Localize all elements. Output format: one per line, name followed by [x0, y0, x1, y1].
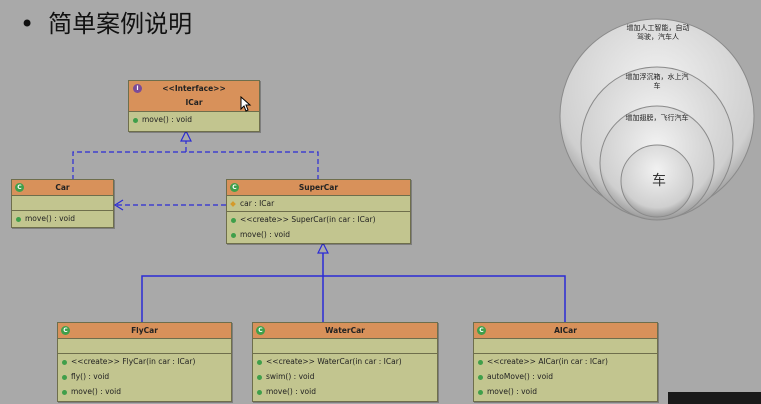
class-watercar-name: WaterCar [325, 326, 365, 335]
class-watercar-fields [253, 339, 437, 354]
class-icar-methods: move() : void [129, 112, 259, 127]
interface-icon: I [133, 84, 142, 93]
circle-third-label: 增加翅膀，飞行汽车 [625, 115, 689, 122]
class-supercar-name: SuperCar [298, 183, 339, 192]
method-text: <<create>> AICar(in car : ICar) [487, 357, 608, 366]
class-icon: C [61, 326, 70, 335]
class-car-methods: move() : void [12, 211, 113, 226]
method-text: move() : void [142, 115, 192, 124]
generalization-branch [141, 275, 566, 322]
class-icon: C [477, 326, 486, 335]
method-row: move() : void [227, 227, 410, 242]
class-supercar-fields: car : ICar [227, 196, 410, 212]
class-icon: C [230, 183, 239, 192]
field-text: car : ICar [240, 199, 275, 208]
method-text: swim() : void [266, 372, 315, 381]
class-aicar[interactable]: C AICar <<create>> AICar(in car : ICar) … [473, 322, 658, 402]
mouse-cursor-icon [240, 96, 252, 112]
public-method-icon [257, 359, 262, 365]
circle-second-label: 增加浮沉箱，水上汽车 [625, 74, 689, 90]
class-car-fields [12, 196, 113, 211]
public-method-icon [231, 217, 236, 223]
method-text: move() : void [266, 387, 316, 396]
public-method-icon [478, 389, 483, 395]
method-row: <<create>> WaterCar(in car : ICar) [253, 354, 437, 369]
circle-outer-label: 增加人工智能，自动驾驶，汽车人 [626, 25, 690, 41]
method-text: move() : void [240, 230, 290, 239]
method-row: fly() : void [58, 369, 231, 384]
class-watercar-header: C WaterCar [253, 323, 437, 339]
method-row: move() : void [253, 384, 437, 399]
class-supercar-header: C SuperCar [227, 180, 410, 196]
class-icar-name: ICar [185, 98, 203, 107]
method-row: swim() : void [253, 369, 437, 384]
public-method-icon [478, 359, 483, 365]
generalization-arrowhead [317, 241, 329, 254]
public-method-icon [231, 232, 236, 238]
class-icar[interactable]: I <<Interface>> ICar move() : void [128, 80, 260, 132]
class-flycar-name: FlyCar [131, 326, 158, 335]
protected-field-icon [230, 201, 236, 207]
class-car-name: Car [55, 183, 70, 192]
class-flycar[interactable]: C FlyCar <<create>> FlyCar(in car : ICar… [57, 322, 232, 402]
method-text: fly() : void [71, 372, 110, 381]
public-method-icon [133, 117, 138, 123]
class-flycar-fields [58, 339, 231, 354]
method-row: <<create>> AICar(in car : ICar) [474, 354, 657, 369]
public-method-icon [478, 374, 483, 380]
method-text: autoMove() : void [487, 372, 554, 381]
class-watercar-methods: <<create>> WaterCar(in car : ICar) swim(… [253, 354, 437, 399]
method-row: move() : void [58, 384, 231, 399]
public-method-icon [257, 389, 262, 395]
class-icar-header: I <<Interface>> ICar [129, 81, 259, 112]
class-aicar-header: C AICar [474, 323, 657, 339]
class-icon: C [15, 183, 24, 192]
class-aicar-methods: <<create>> AICar(in car : ICar) autoMove… [474, 354, 657, 399]
class-watercar[interactable]: C WaterCar <<create>> WaterCar(in car : … [252, 322, 438, 402]
bullet: • [20, 10, 35, 38]
method-text: move() : void [25, 214, 75, 223]
public-method-icon [62, 359, 67, 365]
title-text: 简单案例说明 [48, 10, 193, 38]
class-car[interactable]: C Car move() : void [11, 179, 114, 228]
class-supercar-methods: <<create>> SuperCar(in car : ICar) move(… [227, 212, 410, 242]
method-row: move() : void [129, 112, 259, 127]
method-text: <<create>> FlyCar(in car : ICar) [71, 357, 196, 366]
association-arrowhead [113, 199, 124, 211]
field-row: car : ICar [227, 196, 410, 211]
class-flycar-methods: <<create>> FlyCar(in car : ICar) fly() :… [58, 354, 231, 399]
class-supercar[interactable]: C SuperCar car : ICar <<create>> SuperCa… [226, 179, 411, 244]
class-aicar-fields [474, 339, 657, 354]
slide-title: • 简单案例说明 [20, 4, 192, 39]
public-method-icon [257, 374, 262, 380]
method-text: move() : void [71, 387, 121, 396]
public-method-icon [62, 374, 67, 380]
class-car-header: C Car [12, 180, 113, 196]
circle-core [620, 144, 694, 218]
circle-core-label: 车 [652, 172, 666, 188]
class-aicar-name: AICar [554, 326, 577, 335]
class-icar-stereotype: <<Interface>> [162, 84, 226, 93]
public-method-icon [16, 216, 21, 222]
method-text: move() : void [487, 387, 537, 396]
class-icon: C [256, 326, 265, 335]
public-method-icon [62, 389, 67, 395]
method-row: <<create>> FlyCar(in car : ICar) [58, 354, 231, 369]
method-row: move() : void [12, 211, 113, 226]
method-row: move() : void [474, 384, 657, 399]
corner-artifact [668, 392, 761, 404]
class-flycar-header: C FlyCar [58, 323, 231, 339]
method-text: <<create>> SuperCar(in car : ICar) [240, 215, 376, 224]
car-realization-line [72, 151, 319, 180]
method-row: <<create>> SuperCar(in car : ICar) [227, 212, 410, 227]
method-row: autoMove() : void [474, 369, 657, 384]
realization-arrowhead [180, 129, 192, 142]
method-text: <<create>> WaterCar(in car : ICar) [266, 357, 402, 366]
